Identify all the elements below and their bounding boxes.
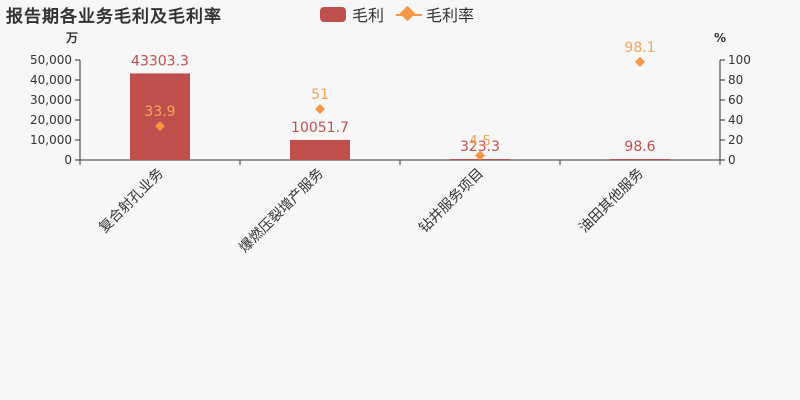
category-label: 油田其他服务 bbox=[576, 166, 647, 237]
y-left-tick-label: 50,000 bbox=[30, 53, 72, 67]
legend: 毛利 毛利率 bbox=[320, 2, 486, 26]
category-label: 爆燃压裂增产服务 bbox=[236, 165, 327, 256]
y-right-tick-label: 80 bbox=[728, 73, 743, 87]
legend-item-gross-margin[interactable]: 毛利率 bbox=[396, 2, 474, 26]
y-right-tick-label: 100 bbox=[728, 53, 751, 67]
y-left-tick-label: 0 bbox=[64, 153, 72, 167]
category-label: 钻井服务项目 bbox=[416, 166, 487, 237]
legend-item-gross-profit[interactable]: 毛利 bbox=[320, 2, 384, 26]
y-left-tick-label: 20,000 bbox=[30, 113, 72, 127]
margin-marker bbox=[475, 150, 485, 161]
bar-value-label: 323.3 bbox=[460, 139, 500, 155]
margin-marker bbox=[635, 56, 645, 67]
y-right-tick-label: 0 bbox=[728, 153, 736, 167]
category-label: 复合射孔业务 bbox=[95, 165, 166, 236]
margin-marker bbox=[315, 104, 325, 114]
y-left-tick-label: 10,000 bbox=[30, 133, 72, 147]
bar bbox=[610, 159, 670, 160]
y-left-tick-label: 40,000 bbox=[30, 73, 72, 87]
legend-bar-swatch bbox=[320, 6, 346, 22]
y-right-tick-label: 60 bbox=[728, 93, 743, 107]
margin-value-label: 98.1 bbox=[624, 40, 655, 56]
margin-marker bbox=[155, 121, 165, 132]
y-right-tick-label: 20 bbox=[728, 133, 743, 147]
chart-title: 报告期各业务毛利及毛利率 bbox=[6, 7, 222, 27]
bar bbox=[130, 73, 190, 160]
y-left-tick-label: 30,000 bbox=[30, 93, 72, 107]
margin-value-label: 51 bbox=[311, 87, 329, 103]
bar-value-label: 98.6 bbox=[624, 139, 655, 155]
y-axis-left-unit: 万 bbox=[65, 31, 78, 45]
y-axis-right-unit: % bbox=[714, 31, 726, 45]
margin-value-label: 33.9 bbox=[144, 104, 175, 120]
margin-value-label: 4.5 bbox=[469, 134, 491, 150]
bar-value-label: 10051.7 bbox=[291, 120, 349, 136]
legend-diamond-swatch bbox=[396, 7, 423, 22]
legend-label-gross-profit: 毛利 bbox=[352, 6, 385, 25]
bar bbox=[290, 139, 350, 160]
bar-value-label: 43303.3 bbox=[131, 53, 189, 69]
legend-label-gross-margin: 毛利率 bbox=[426, 6, 475, 25]
y-right-tick-label: 40 bbox=[728, 113, 743, 127]
